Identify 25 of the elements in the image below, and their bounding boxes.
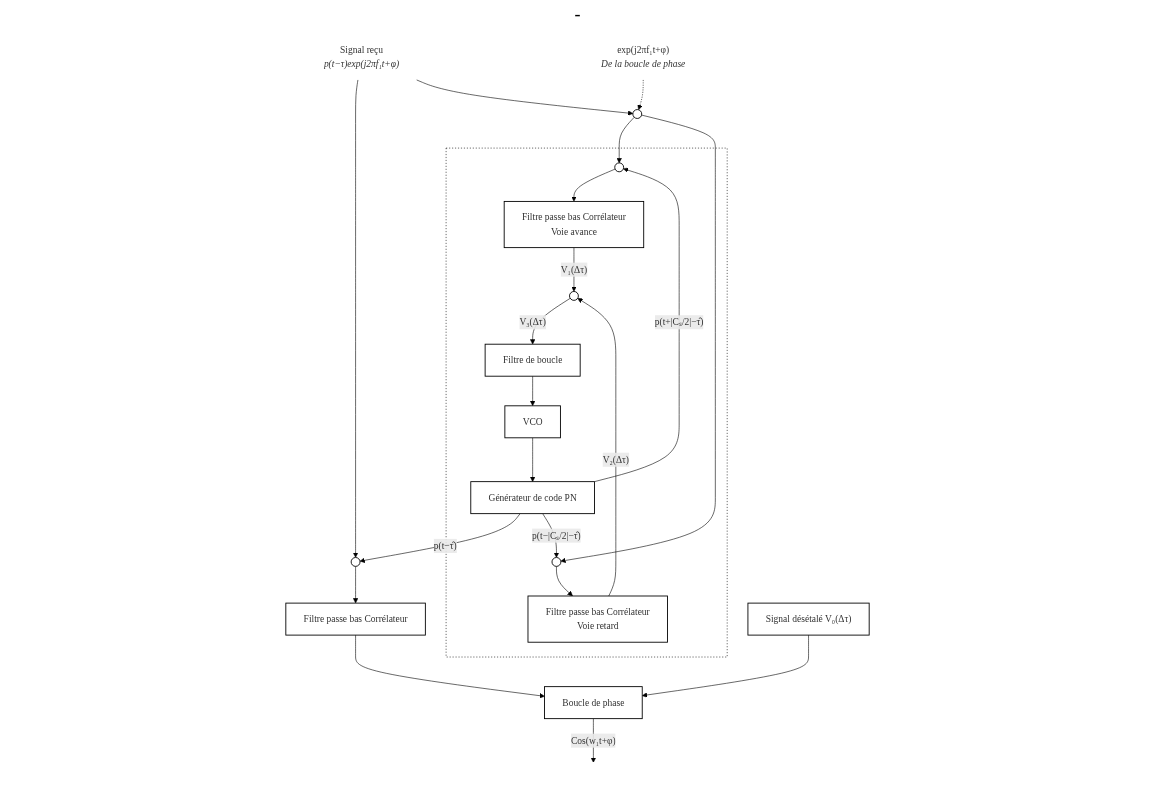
node-box: Filtre de boucle: [484, 343, 581, 377]
edge-label: Cos(w₁t+φ): [571, 735, 616, 746]
node-box: Boucle de phase: [544, 686, 643, 720]
edge-label: V₂(Δτ): [602, 454, 630, 465]
node-box: Filtre passe bas Corrélateur Voie retard: [527, 595, 668, 643]
edge-label: p(t+|Cₛ/2|−τ̂): [654, 316, 704, 328]
node-box: Générateur de code PN: [470, 481, 595, 515]
edge-label: V₃(Δτ): [519, 316, 546, 328]
node-box: Filtre passe bas Corrélateur Voie avance: [503, 200, 645, 249]
node-circle: [551, 557, 562, 567]
node-box: VCO: [504, 405, 561, 439]
node-circle: [632, 109, 643, 119]
edge-label: p(t−τ̂): [433, 540, 457, 551]
edge-label: V₁(Δτ): [560, 264, 588, 275]
sign-label: -: [574, 4, 581, 24]
node-circle: [614, 162, 625, 173]
node-circle: [350, 557, 361, 567]
node-text: exp(j2πf₁t+φ): [617, 44, 670, 55]
node-text: Signal reçu: [340, 44, 383, 55]
node-box: Signal désétalé V₀(Δτ): [747, 602, 870, 636]
edge-label: p(t−|Cₛ/2|−τ̂): [532, 530, 581, 541]
node-label: De la boucle de phase: [601, 58, 686, 69]
node-box: Filtre passe bas Corrélateur: [285, 602, 426, 636]
node-label: p(t−τ)exp(j2πf₁t+φ): [323, 58, 400, 69]
node-circle: [569, 291, 579, 301]
